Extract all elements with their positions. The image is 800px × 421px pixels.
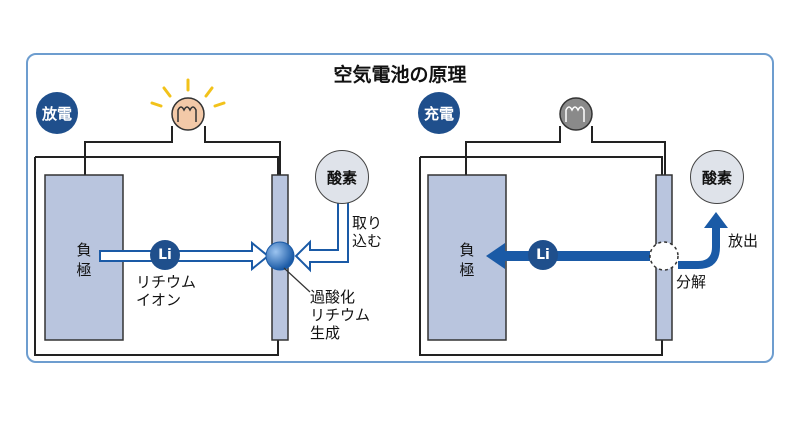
discharge-li-badge: Li [150,240,180,270]
discharge-oxygen-intake-arrow [294,201,349,273]
charge-negative-label: 負 極 [459,241,475,279]
discharge-badge: 放電 [36,92,78,134]
charge-bulb-off [559,97,593,131]
discharge-product-label: 過酸化 リチウム 生成 [310,288,371,342]
charge-oxygen-circle: 酸素 [690,150,744,204]
charge-badge: 充電 [418,92,460,134]
charge-panel [419,97,728,356]
discharge-cell-housing [34,156,279,356]
charge-li-arrow [486,243,650,269]
charge-release-label: 放出 [728,232,759,250]
discharge-panel [34,78,349,356]
charge-cell-housing [419,156,663,356]
discharge-li-arrow [99,240,270,272]
discharge-product-leader [283,267,311,293]
diagram-title: 空気電池の原理 [333,64,467,86]
charge-oxygen-release-arrow [678,212,728,269]
charge-li-badge: Li [528,240,558,270]
diagram-frame [26,53,774,363]
discharge-li-ion-label: リチウム イオン [136,273,197,309]
charge-decompose-label: 分解 [676,273,707,291]
discharge-wire [84,126,173,175]
discharge-bulb-lit [150,78,226,131]
charge-wire [465,126,561,175]
charge-decomposition-circle [649,241,679,271]
discharge-negative-label: 負 極 [76,241,92,279]
discharge-lithium-peroxide-sphere [265,241,295,271]
discharge-wire-right [204,126,281,175]
discharge-intake-label: 取り 込む [352,214,383,250]
charge-wire-right [591,126,666,175]
discharge-oxygen-circle: 酸素 [315,150,369,204]
